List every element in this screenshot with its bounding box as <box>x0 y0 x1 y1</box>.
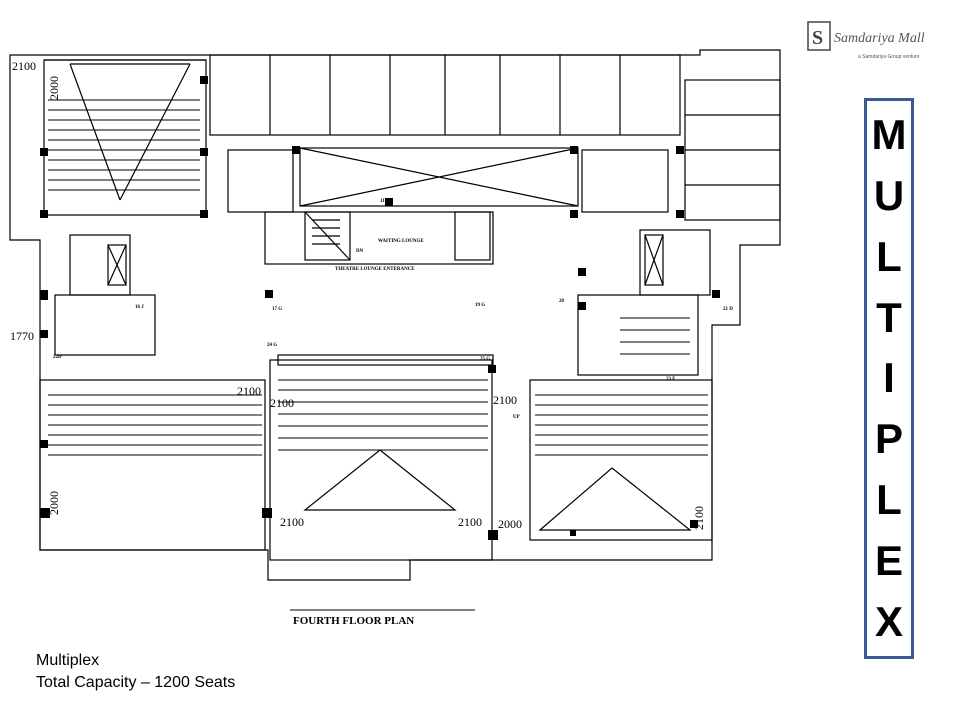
seating-screen-4 <box>535 394 708 456</box>
dim-screen3-right: 2100 <box>692 506 706 530</box>
letter: E <box>874 536 903 584</box>
screen-4 <box>529 379 713 541</box>
dim-top-left-h: 2100 <box>12 59 36 73</box>
caption-line-1: Multiplex <box>36 652 100 669</box>
letter: L <box>876 232 902 280</box>
floor-plan: 2100 2000 1770 2100 2100 2100 2100 2100 … <box>9 49 781 627</box>
screen-3 <box>269 359 493 561</box>
seating-lounge <box>620 317 690 355</box>
dim-screen2-left: 2100 <box>270 396 294 410</box>
label-24g: 24 G <box>267 343 277 348</box>
label-theatre-lounge: THEATRE LOUNGE ENTERANCE <box>335 267 415 272</box>
label-16j: 16 J <box>135 305 144 310</box>
plan-title: FOURTH FLOOR PLAN <box>293 615 414 627</box>
label-17g: 17 G <box>272 307 282 312</box>
label-21d: 21 D <box>723 307 733 312</box>
seating-screen-1 <box>48 99 200 191</box>
label-dn: DN <box>356 249 364 254</box>
dim-left-mid: 1770 <box>10 329 34 343</box>
columns <box>40 76 720 540</box>
dim-screen2-bottom-right: 2100 <box>458 515 482 529</box>
label-11d: 11D <box>380 199 389 204</box>
caption-line-2: Total Capacity – 1200 Seats <box>36 674 236 691</box>
screen-2 <box>39 379 266 551</box>
label-waiting-lounge: WAITING LOUNGE <box>378 239 424 244</box>
dim-screen3-bottom: 2000 <box>498 517 522 531</box>
seating-screen-3 <box>278 379 488 451</box>
caption: Multiplex Total Capacity – 1200 Seats <box>36 650 235 694</box>
label-19g: 19 G <box>475 303 485 308</box>
letter: X <box>874 597 903 645</box>
multiplex-vertical-title: M U L T I P L E X <box>864 98 914 659</box>
logo-tagline: a Samdariya Group venture <box>858 54 920 60</box>
letter: P <box>874 415 903 463</box>
letter: T <box>876 293 902 341</box>
letter: L <box>876 475 902 523</box>
label-25g: 25 G <box>480 357 490 362</box>
dim-screen2-bottom-left: 2100 <box>280 515 304 529</box>
label-22d: 22D <box>53 355 62 360</box>
dim-top-left-v: 2000 <box>47 76 61 100</box>
central-atrium <box>299 147 579 207</box>
label-20: 20 <box>559 299 565 304</box>
dim-screen2-right: 2100 <box>493 393 517 407</box>
letter: M <box>871 111 907 159</box>
letter: U <box>873 172 905 220</box>
samdariya-mall-logo: S Samdariya Mall a Samdariya Group ventu… <box>807 21 925 60</box>
letter: I <box>883 354 895 402</box>
dim-bottom-left-v: 2000 <box>47 491 61 515</box>
label-23f: 23 F <box>666 377 675 382</box>
seating-screen-2 <box>48 394 262 456</box>
toilets-left <box>54 294 156 356</box>
left-stair <box>69 234 131 296</box>
label-up: UP <box>513 415 520 420</box>
screen-1 <box>43 59 207 216</box>
logo-brand: Samdariya Mall <box>834 31 925 46</box>
dim-small-215: 2100 <box>237 384 261 398</box>
waiting-lounge <box>264 211 494 265</box>
logo-mark: S <box>812 27 823 49</box>
